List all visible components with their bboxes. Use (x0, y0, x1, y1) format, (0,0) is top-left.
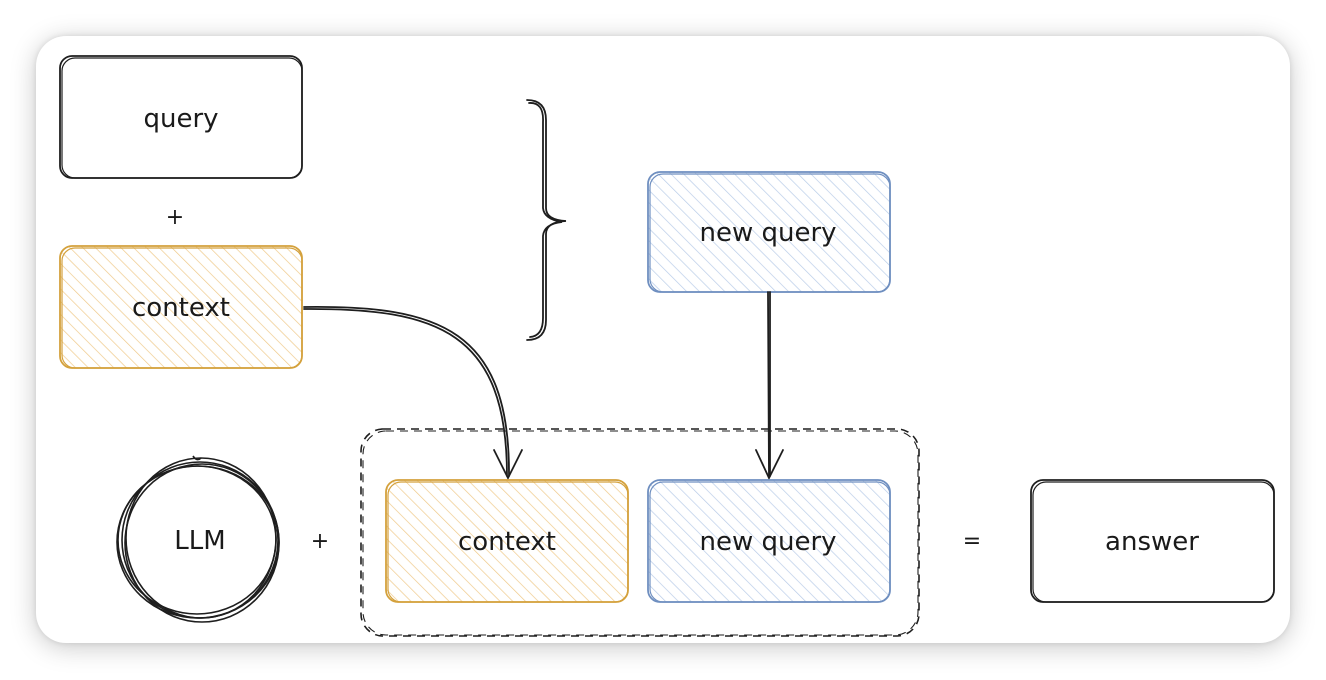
query-box: query (59, 55, 303, 179)
new-query-box-bottom: new query (647, 479, 891, 603)
arrow-context (303, 306, 523, 481)
context-label-bottom: context (458, 527, 556, 557)
llm-label: LLM (174, 526, 225, 556)
context-box-top: context (59, 245, 303, 369)
equals-sign: = (963, 529, 981, 554)
new-query-label-bottom: new query (699, 527, 836, 557)
llm-circle: LLM (116, 455, 280, 623)
context-box-bottom: context (385, 479, 629, 603)
plus-sign-top: + (166, 205, 184, 230)
prompt-group (360, 428, 920, 637)
curly-brace (526, 99, 567, 341)
arrow-new-query (755, 291, 784, 481)
answer-label: answer (1105, 527, 1199, 557)
context-label-top: context (132, 293, 230, 323)
new-query-label-top: new query (699, 218, 836, 248)
new-query-box-top: new query (647, 171, 891, 293)
answer-box: answer (1030, 479, 1275, 603)
plus-sign-bottom: + (311, 529, 329, 554)
query-label: query (143, 104, 218, 134)
